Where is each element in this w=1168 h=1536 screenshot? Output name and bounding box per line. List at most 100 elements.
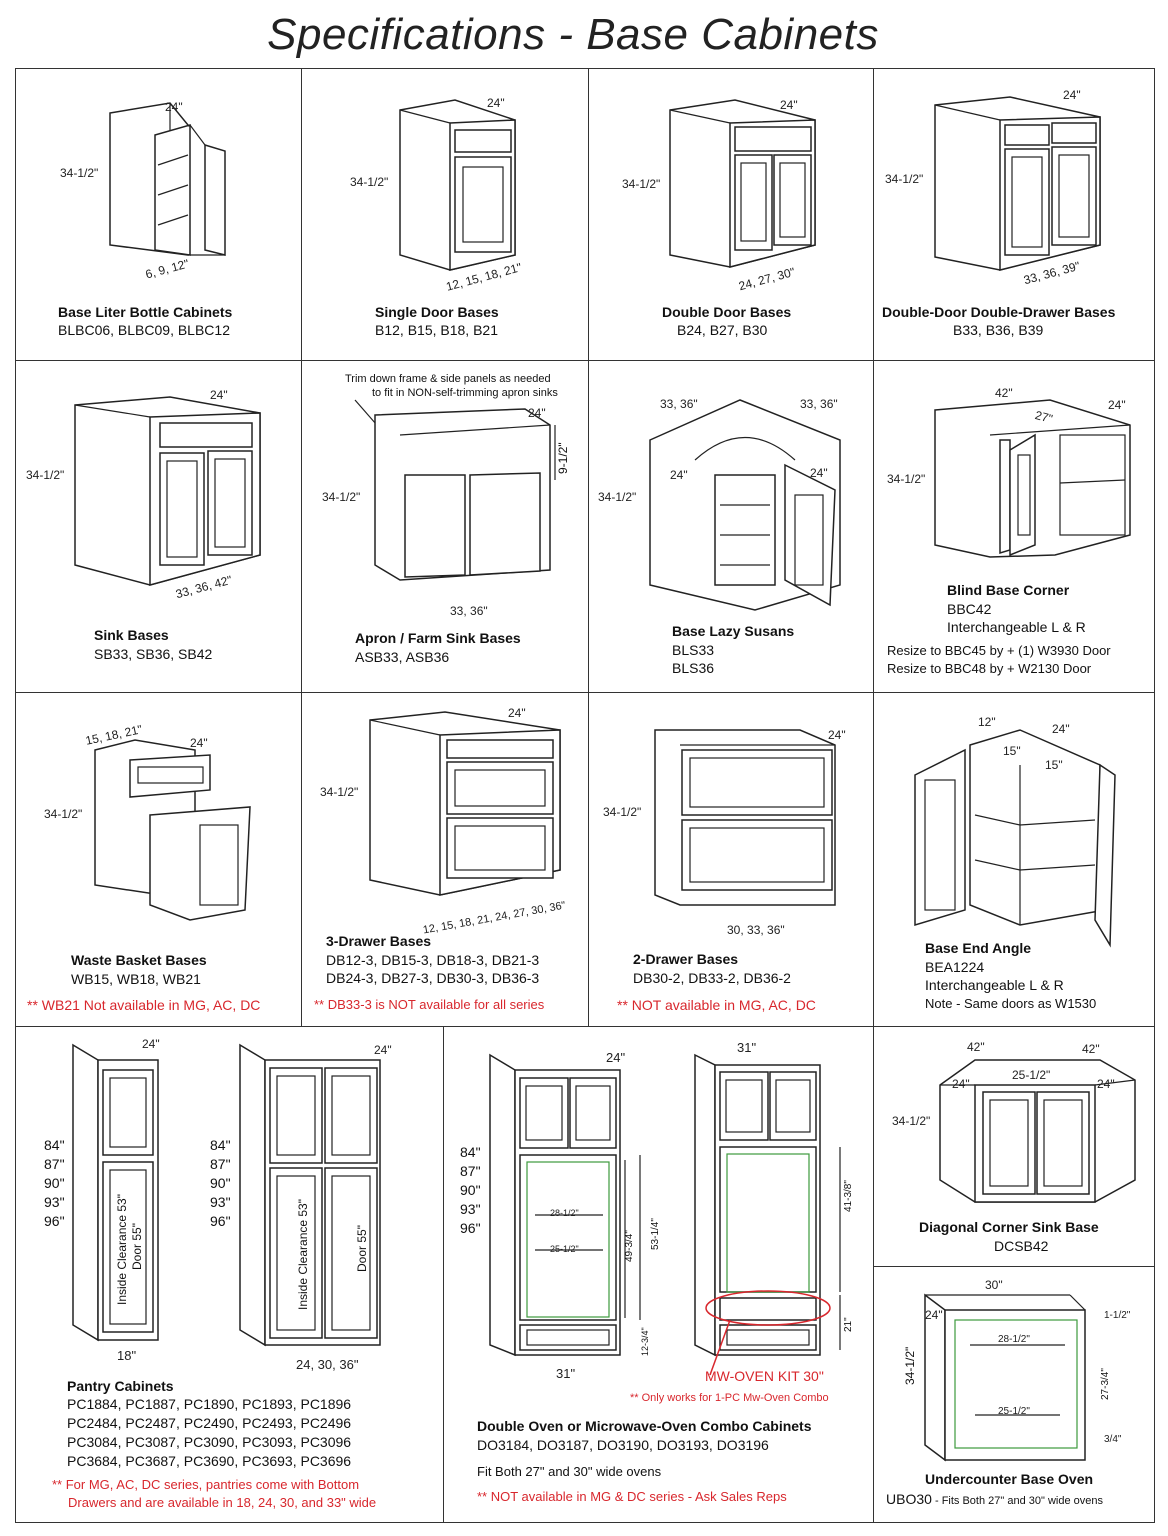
lazy-susan-drawing: [649, 399, 841, 611]
resize-note: Resize to BBC48 by + W2130 Door: [887, 661, 1092, 676]
opening-height-label: 49-3/4": [624, 1230, 635, 1262]
cabinet-name: Base End Angle: [925, 940, 1032, 956]
opening-height-label: 41-3/8": [843, 1180, 854, 1212]
double-oven-drawing: [489, 1053, 641, 1357]
drawer-height-label: 21": [843, 1317, 854, 1332]
height-label: 34-1/2": [603, 805, 642, 819]
height-label: 93": [460, 1201, 481, 1217]
height-label: 93": [210, 1194, 231, 1210]
waste-basket-drawing: [94, 739, 251, 921]
height-label: 34-1/2": [320, 785, 359, 799]
cabinet-codes: B12, B15, B18, B21: [375, 322, 498, 338]
width-label: 18": [117, 1348, 137, 1363]
depth-label: 24": [374, 1043, 392, 1057]
width-label: 30": [985, 1278, 1003, 1292]
width-label: 33, 36": [450, 604, 488, 618]
grid-divider: [301, 68, 302, 1026]
width-label: 42": [967, 1040, 985, 1054]
page-title: Specifications - Base Cabinets: [267, 10, 879, 59]
availability-warning: Drawers and are available in 18, 24, 30,…: [68, 1495, 377, 1510]
depth-label: 24": [487, 96, 505, 110]
two-drawer-drawing: [654, 729, 836, 906]
height-label: 84": [44, 1137, 65, 1153]
pantry-heights: 84" 87" 90" 93" 96": [210, 1136, 231, 1231]
width-label: 31": [556, 1366, 576, 1381]
cabinet-name: Undercounter Base Oven: [925, 1471, 1094, 1487]
cabinet-name: Apron / Farm Sink Bases: [355, 630, 521, 646]
cabinet-codes: PC3084, PC3087, PC3090, PC3093, PC3096: [67, 1434, 352, 1450]
depth-label: 24": [142, 1037, 160, 1051]
cabinet-codes: BLS33: [672, 642, 715, 658]
width-label: 12": [978, 715, 996, 729]
cabinet-codes: DCSB42: [994, 1238, 1049, 1254]
pantry-double-drawing: [239, 1043, 381, 1347]
top-rail-label: 1-1/2": [1104, 1310, 1131, 1321]
fit-note: Fit Both 27" and 30" wide ovens: [477, 1464, 662, 1479]
cabinet-codes: PC3684, PC3687, PC3690, PC3693, PC3696: [67, 1453, 352, 1469]
opening-width-label: 25-1/2": [550, 1244, 579, 1254]
bottom-rail-label: 3/4": [1104, 1434, 1122, 1445]
height-label: 34-1/2": [903, 1346, 917, 1385]
cabinet-codes: SB33, SB36, SB42: [94, 646, 213, 662]
mw-oven-kit-label: MW-OVEN KIT 30": [705, 1368, 824, 1384]
cabinet-codes: B33, B36, B39: [953, 322, 1044, 338]
grid-divider: [15, 360, 1155, 361]
opening-height-label: 53-1/4": [650, 1218, 661, 1250]
depth-label: 24": [606, 1050, 626, 1065]
door-width-label: 15": [1045, 758, 1063, 772]
depth-label: 24": [828, 728, 846, 742]
undercounter-oven-drawing: [924, 1293, 1086, 1462]
cabinet-codes: PC1884, PC1887, PC1890, PC1893, PC1896: [67, 1396, 352, 1412]
pantry-heights: 84" 87" 90" 93" 96": [44, 1136, 65, 1231]
depth-label: 24": [1063, 88, 1081, 102]
three-drawer-drawing: [369, 711, 561, 896]
depth-label: 24": [1108, 398, 1126, 412]
resize-note: Resize to BBC45 by + (1) W3930 Door: [887, 643, 1111, 658]
height-label: 87": [210, 1156, 231, 1172]
cabinet-name: 3-Drawer Bases: [326, 933, 432, 949]
microwave-oven-drawing: [694, 1053, 841, 1376]
cabinet-codes: Interchangeable L & R: [925, 977, 1064, 993]
depth-label: 24": [952, 1077, 970, 1091]
bottle-cabinet-drawing: [109, 102, 226, 256]
cabinet-name: 2-Drawer Bases: [633, 951, 739, 967]
end-angle-drawing: [914, 729, 1116, 948]
cabinet-code: UBO30: [886, 1491, 932, 1507]
cabinet-name: Pantry Cabinets: [67, 1378, 174, 1394]
depth-label: 24": [190, 736, 208, 750]
grid-divider: [15, 1026, 1155, 1027]
oven-heights: 84" 87" 90" 93" 96": [460, 1143, 481, 1238]
cabinet-codes: B24, B27, B30: [677, 322, 768, 338]
height-label: 34-1/2": [26, 468, 65, 482]
depth-label: 24": [210, 388, 228, 402]
height-label: 90": [210, 1175, 231, 1191]
opening-width-label: 28-1/2": [550, 1208, 579, 1218]
height-label: 34-1/2": [598, 490, 637, 504]
cabinet-name: Single Door Bases: [375, 304, 499, 320]
opening-width-label: 28-1/2": [998, 1334, 1030, 1345]
cabinet-name: Double Oven or Microwave-Oven Combo Cabi…: [477, 1418, 812, 1434]
cabinet-codes: WB15, WB18, WB21: [71, 971, 201, 987]
depth-label: 24": [1052, 722, 1070, 736]
availability-warning: ** NOT available in MG & DC series - Ask…: [477, 1489, 787, 1504]
cabinet-codes: BLS36: [672, 660, 715, 676]
apron-note: to fit in NON-self-trimming apron sinks: [372, 387, 558, 399]
cabinet-name: Double Door Bases: [662, 304, 792, 320]
door-width-label: 15": [1003, 744, 1021, 758]
diagonal-corner-drawing: [939, 1059, 1136, 1203]
double-door-drawing: [669, 99, 816, 268]
cabinet-codes: UBO30 - Fits Both 27" and 30" wide ovens: [886, 1490, 1103, 1510]
height-label: 96": [460, 1220, 481, 1236]
height-label: 96": [44, 1213, 65, 1229]
cabinet-codes: DB30-2, DB33-2, DB36-2: [633, 970, 791, 986]
height-label: 84": [460, 1144, 481, 1160]
cabinet-codes: DO3184, DO3187, DO3190, DO3193, DO3196: [477, 1437, 769, 1453]
availability-warning: ** WB21 Not available in MG, AC, DC: [27, 997, 261, 1013]
cabinet-codes: DB12-3, DB15-3, DB18-3, DB21-3: [326, 952, 540, 968]
height-label: 87": [44, 1156, 65, 1172]
height-label: 34-1/2": [892, 1114, 931, 1128]
width-label: 30, 33, 36": [727, 923, 785, 937]
cabinet-codes: DB24-3, DB27-3, DB30-3, DB36-3: [326, 970, 540, 986]
opening-height-label: 27-3/4": [1100, 1368, 1111, 1400]
pantry-single-drawing: [72, 1043, 159, 1342]
